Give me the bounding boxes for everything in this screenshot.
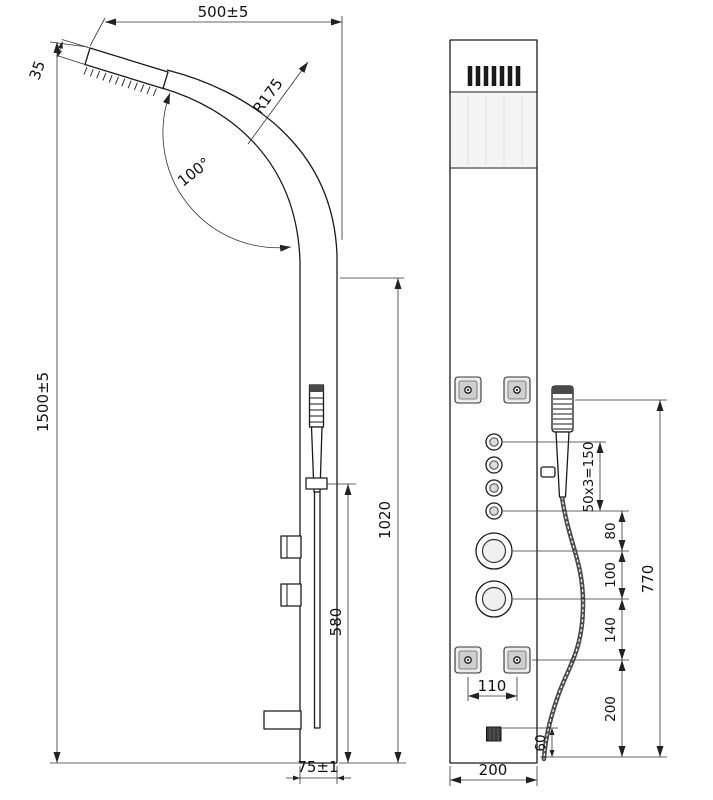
dimension-lines [49,16,667,786]
dim-bend-radius: R175 [249,75,287,117]
dim-overall-height: 1500±5 [34,372,52,432]
hand-shower-face-hatch-side [310,397,323,423]
panel-top-section-lines [450,91,537,169]
hand-shower-face-hatch-front [553,398,572,430]
shower-hose [541,494,586,762]
control-knobs-side [280,535,302,607]
front-view [449,39,586,764]
dim-seg-140: 140 [603,617,619,643]
dim-button-pitch: 50x3=150 [581,442,597,513]
mixer-knob-lower [475,580,513,618]
dim-seg-100: 100 [603,562,619,588]
bottom-outlet [486,726,502,742]
side-view [83,47,338,764]
body-jet-bottom-left [454,646,482,674]
hand-shower-hose-side [313,491,321,729]
tub-spout-side [263,710,302,730]
dim-head-depth: 35 [26,58,49,82]
hand-shower-hook [540,466,556,478]
dim-hand-shower-height: 770 [639,565,657,594]
hand-shower-front [540,385,586,762]
knob-lower-side [280,583,302,607]
dim-seg-80: 80 [603,522,619,539]
body-jet-top-left [454,376,482,404]
hand-shower-holder-side [305,477,328,490]
dim-panel-depth: 75±1 [297,758,338,776]
hand-shower-side [305,384,328,729]
overhead-spray-slots [467,66,521,86]
body-jet-bottom-right [503,646,531,674]
shower-head-nozzles-hatch [83,66,157,97]
dim-panel-width: 200 [479,761,508,779]
dim-shower-to-base: 580 [327,608,345,637]
mixer-knob-upper [475,532,513,570]
dim-outlet-height: 60 [533,734,549,751]
hand-shower-cap-side [309,385,324,392]
dim-jet-spacing: 110 [478,677,507,695]
dim-arm-to-base: 1020 [376,501,394,539]
body-jet-top-right [503,376,531,404]
overhead-shower-head [84,47,169,90]
dim-top-width: 500±5 [198,3,249,21]
dim-head-angle: 100° [174,154,214,190]
hand-shower-cap-front [552,386,573,394]
hand-shower-handle-front [555,431,570,498]
dim-seg-bottom: 200 [603,696,619,722]
knob-upper-side [280,535,302,559]
diverter-buttons [485,433,503,520]
shower-arm-inner-edge [161,87,301,763]
panel-top-texture [451,93,536,167]
